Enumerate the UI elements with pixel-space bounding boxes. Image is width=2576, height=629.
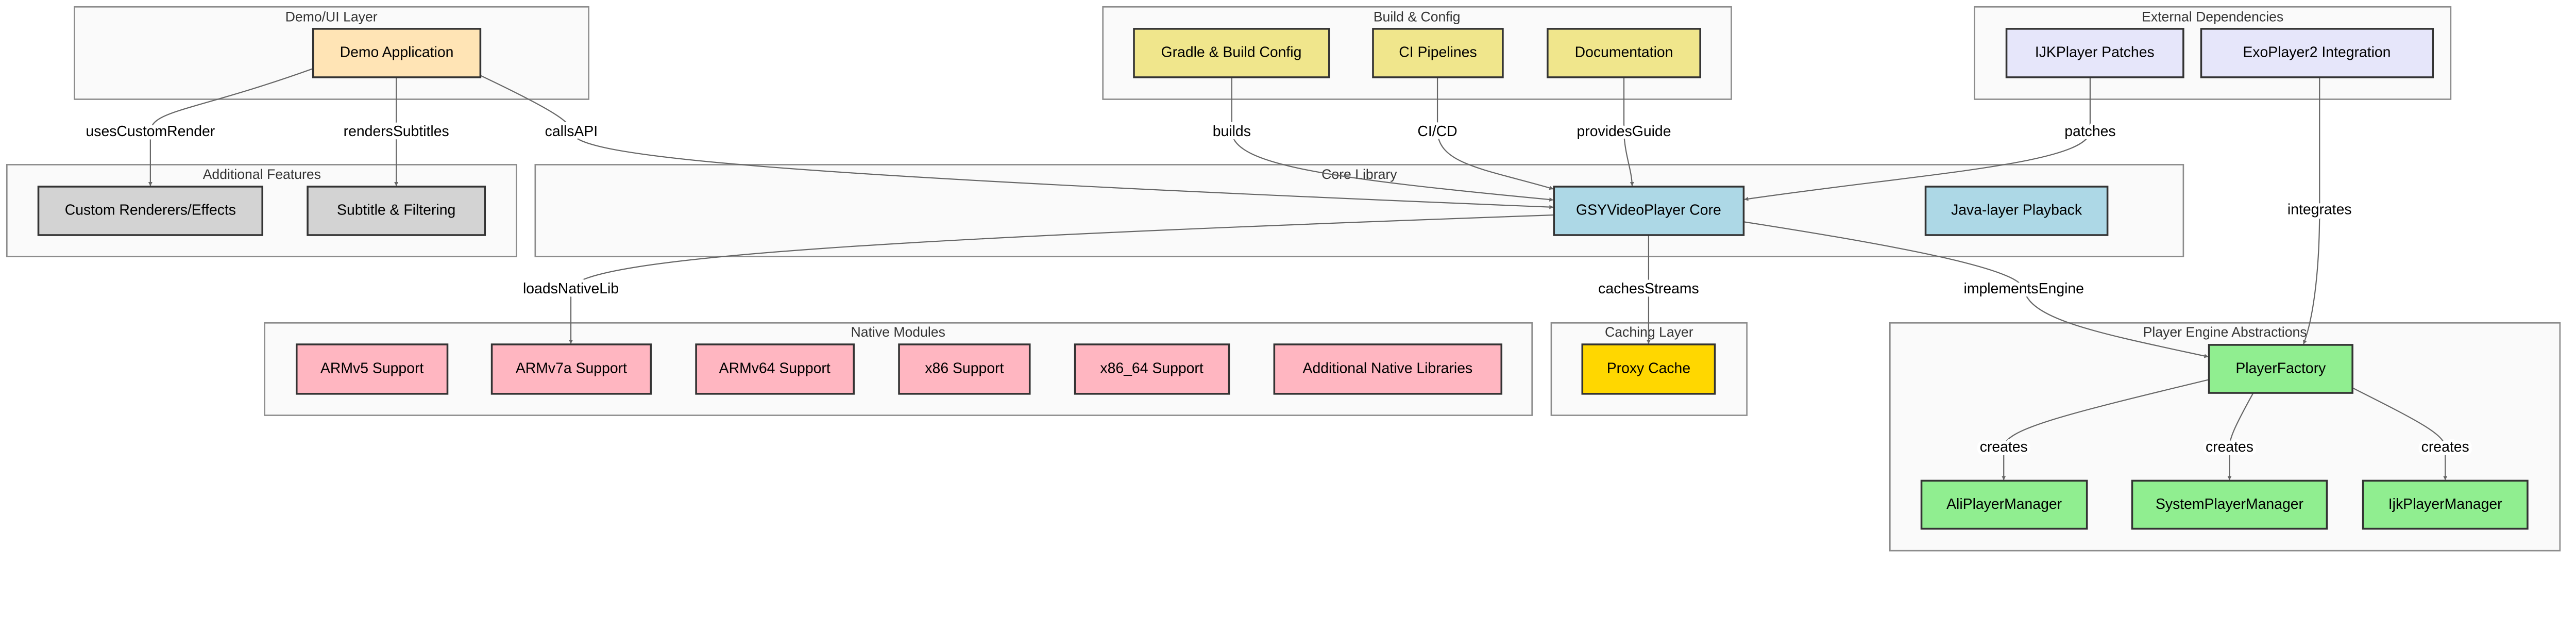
node-label: ARMv7a Support	[516, 360, 627, 376]
node-proxy-cache[interactable]: Proxy Cache	[1581, 343, 1716, 395]
node-label: x86_64 Support	[1100, 360, 1203, 376]
node-documentation[interactable]: Documentation	[1547, 28, 1701, 78]
edge-creates-system	[2227, 392, 2254, 481]
edge-creates-ali	[2002, 379, 2209, 481]
cluster-title: Build & Config	[1374, 9, 1461, 25]
node-label: Additional Native Libraries	[1303, 360, 1473, 376]
node-label: Demo Application	[340, 44, 454, 60]
node-label: ARMv5 Support	[320, 360, 423, 376]
node-x86-support[interactable]: x86 Support	[898, 343, 1031, 395]
edge-label: loadsNativeLib	[523, 280, 619, 297]
edge-label: callsAPI	[545, 123, 598, 140]
node-label: IjkPlayerManager	[2388, 496, 2502, 512]
node-gradle-build-config[interactable]: Gradle & Build Config	[1133, 28, 1330, 78]
edge-label: providesGuide	[1577, 123, 1671, 140]
cluster-title: External Dependencies	[2142, 9, 2283, 25]
node-armv64-support[interactable]: ARMv64 Support	[695, 343, 855, 395]
node-label: PlayerFactory	[2235, 360, 2326, 376]
edge-ci-cd	[1436, 77, 1554, 190]
edge-integrates	[2303, 77, 2320, 344]
node-custom-renderers-effects[interactable]: Custom Renderers/Effects	[37, 186, 263, 236]
node-label: CI Pipelines	[1399, 44, 1477, 60]
edge-calls-api	[480, 75, 1554, 209]
node-ijkplayer-patches[interactable]: IJKPlayer Patches	[2005, 28, 2184, 78]
edge-label: cachesStreams	[1598, 280, 1699, 297]
edge-builds	[1231, 77, 1554, 202]
node-java-layer-playback[interactable]: Java-layer Playback	[1924, 186, 2109, 236]
node-label: ARMv64 Support	[719, 360, 831, 376]
edge-label: rendersSubtitles	[344, 123, 449, 140]
edge-patches	[1744, 77, 2091, 201]
cluster-title: Core Library	[1321, 167, 1397, 182]
edge-label: integrates	[2287, 202, 2352, 218]
edge-label: creates	[2421, 439, 2469, 455]
edge-loads-native-lib	[569, 214, 1554, 344]
node-label: SystemPlayerManager	[2156, 496, 2303, 512]
edge-label: patches	[2064, 123, 2115, 140]
node-label: Gradle & Build Config	[1161, 44, 1302, 60]
node-armv5-support[interactable]: ARMv5 Support	[295, 343, 449, 395]
node-additional-native-libraries[interactable]: Additional Native Libraries	[1273, 343, 1503, 395]
node-gsyvideoplayer-core[interactable]: GSYVideoPlayer Core	[1553, 186, 1745, 236]
node-label: Subtitle & Filtering	[337, 202, 455, 218]
edge-label: usesCustomRender	[86, 123, 215, 140]
node-ijk-player-manager[interactable]: IjkPlayerManager	[2362, 479, 2529, 530]
node-ci-pipelines[interactable]: CI Pipelines	[1372, 28, 1504, 78]
cluster-title: Demo/UI Layer	[285, 9, 378, 25]
node-subtitle-filtering[interactable]: Subtitle & Filtering	[307, 186, 486, 236]
node-label: Proxy Cache	[1607, 360, 1690, 376]
node-x86-64-support[interactable]: x86_64 Support	[1074, 343, 1230, 395]
node-label: GSYVideoPlayer Core	[1576, 202, 1721, 218]
cluster-title: Player Engine Abstractions	[2143, 324, 2307, 340]
node-label: Documentation	[1575, 44, 1673, 60]
edge-label: CI/CD	[1417, 123, 1457, 140]
edge-uses-custom-render	[148, 68, 314, 186]
node-label: AliPlayerManager	[1946, 496, 2062, 512]
edge-label: creates	[2206, 439, 2253, 455]
node-exoplayer2-integration[interactable]: ExoPlayer2 Integration	[2200, 28, 2434, 78]
edge-label: implementsEngine	[1964, 280, 2084, 297]
cluster-title: Additional Features	[203, 167, 321, 182]
edge-implements-engine	[1743, 221, 2209, 358]
edge-provides-guide	[1623, 77, 1634, 186]
node-player-factory[interactable]: PlayerFactory	[2208, 344, 2353, 394]
node-armv7a-support[interactable]: ARMv7a Support	[490, 343, 652, 395]
node-label: Custom Renderers/Effects	[65, 202, 236, 218]
node-label: Java-layer Playback	[1951, 202, 2082, 218]
node-label: IJKPlayer Patches	[2035, 44, 2155, 60]
node-label: x86 Support	[925, 360, 1004, 376]
edge-creates-ijk	[2352, 387, 2448, 481]
cluster-core-library: Core Library	[534, 164, 2184, 258]
node-ali-player-manager[interactable]: AliPlayerManager	[1920, 479, 2088, 530]
node-label: ExoPlayer2 Integration	[2243, 44, 2391, 60]
node-demo-application[interactable]: Demo Application	[312, 28, 482, 78]
edge-label: creates	[1980, 439, 2028, 455]
architecture-diagram: Demo/UI Layer Build & Config External De…	[6, 6, 2561, 552]
edge-label: builds	[1213, 123, 1251, 140]
node-system-player-manager[interactable]: SystemPlayerManager	[2131, 479, 2328, 530]
cluster-title: Native Modules	[851, 324, 945, 340]
